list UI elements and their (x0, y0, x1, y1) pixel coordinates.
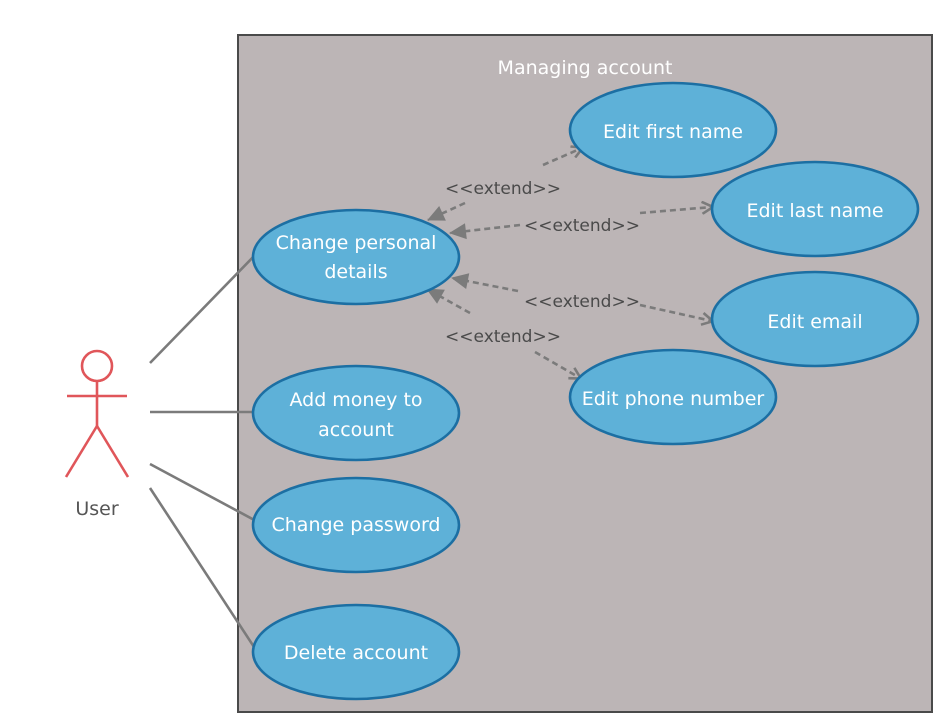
association-change-personal-details (149, 251, 259, 364)
association-delete-account (148, 487, 258, 651)
use-case-label-line-2: details (324, 261, 387, 283)
use-case-label: Edit phone number (582, 388, 765, 410)
extend-arrow-first-name-to-base (427, 201, 466, 222)
extend-arrow-to-phone (534, 350, 580, 378)
actor-name: User (75, 498, 118, 520)
extend-label-first-name: <<extend>> (445, 179, 561, 199)
extend-arrow-email-to-base (451, 273, 519, 293)
extend-label-phone: <<extend>> (445, 327, 561, 347)
extend-arrow-to-last-name (639, 207, 712, 213)
extend-label-last-name: <<extend>> (524, 216, 640, 236)
use-case-label-line-1: Add money to (289, 389, 422, 411)
extend-arrow-last-name-to-base (449, 223, 521, 240)
use-case-edit-phone-number[interactable]: Edit phone number (568, 348, 778, 446)
extend-arrow-to-first-name (542, 148, 582, 167)
use-case-edit-email[interactable]: Edit email (710, 270, 920, 368)
actor-user[interactable]: User (64, 349, 130, 520)
use-case-change-password[interactable]: Change password (251, 476, 461, 574)
use-case-label: Edit email (767, 311, 862, 333)
extend-arrow-phone-to-base (426, 287, 471, 315)
use-case-label-line-2: account (318, 419, 394, 441)
use-case-label: Edit first name (603, 121, 743, 143)
use-case-label: Edit last name (746, 200, 883, 222)
use-case-label: Change password (272, 514, 441, 536)
extend-label-email: <<extend>> (524, 292, 640, 312)
extend-arrow-to-email (639, 303, 712, 321)
system-title: Managing account (498, 57, 673, 79)
use-case-edit-first-name[interactable]: Edit first name (568, 81, 778, 179)
use-case-edit-last-name[interactable]: Edit last name (710, 160, 920, 258)
use-case-label: Delete account (284, 642, 428, 664)
use-case-add-money[interactable]: Add money to account (251, 364, 461, 462)
use-case-label-line-1: Change personal (276, 232, 437, 254)
use-case-change-personal-details[interactable]: Change personal details (251, 208, 461, 306)
association-change-password (149, 462, 259, 524)
use-case-delete-account[interactable]: Delete account (251, 603, 461, 701)
actor-stick-figure (64, 349, 130, 478)
